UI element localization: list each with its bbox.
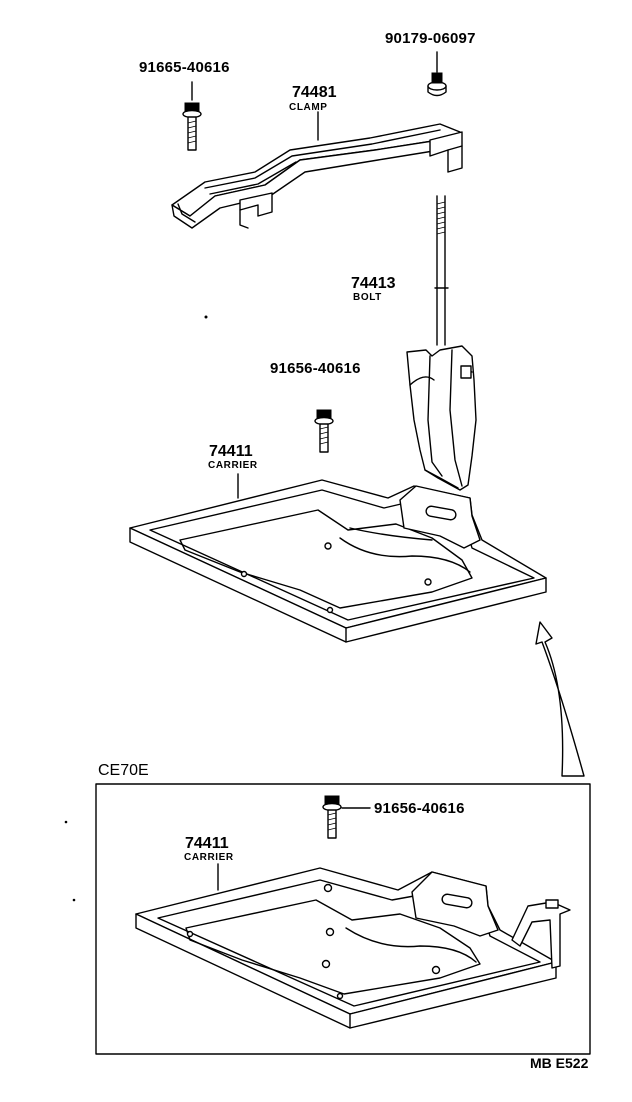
curved-arrow	[535, 621, 585, 777]
variant-title: CE70E	[98, 762, 149, 779]
variant-box	[95, 783, 591, 1055]
bolt-mid-part-number: 91656-40616	[270, 360, 361, 377]
bolt-mid-part	[314, 409, 334, 453]
carrier-main-part-name: CARRIER	[208, 460, 258, 471]
bolt-rod-part-number: 74413	[351, 275, 396, 292]
clamp-part-number: 74481	[292, 84, 337, 101]
clamp-part	[171, 111, 463, 229]
speck	[64, 820, 68, 824]
variant-carrier-part-name: CARRIER	[184, 852, 234, 863]
bolt-top-part	[182, 81, 202, 151]
bolt-top-part-number: 91665-40616	[139, 59, 230, 76]
clamp-part-name: CLAMP	[289, 102, 328, 113]
speck	[204, 315, 208, 319]
nut-part	[427, 51, 447, 97]
variant-bolt-part	[322, 795, 371, 839]
speck	[72, 898, 76, 902]
carrier-main-part-number: 74411	[209, 443, 253, 460]
carrier-main-part	[129, 473, 547, 643]
bolt-rod-part	[406, 195, 477, 491]
reference-code: MB E522	[530, 1055, 589, 1071]
variant-carrier-part	[135, 863, 571, 1029]
variant-bolt-part-number: 91656-40616	[374, 800, 465, 817]
bolt-rod-part-name: BOLT	[353, 292, 382, 303]
nut-part-number: 90179-06097	[385, 30, 476, 47]
variant-carrier-part-number: 74411	[185, 835, 229, 852]
